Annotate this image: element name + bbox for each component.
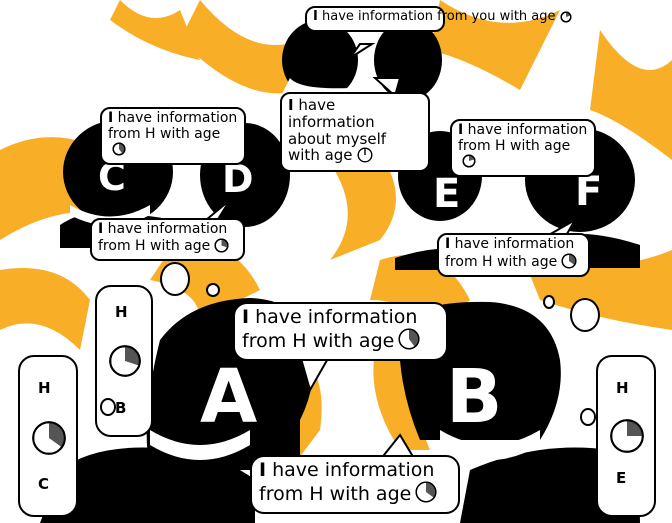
speech-bubble-h: I have information about myself with age <box>280 92 430 173</box>
age-clock-icon <box>560 11 572 28</box>
speech-bubble-a: I have information from H with age <box>233 302 448 361</box>
speech-text-h: have information about myself with age <box>288 96 387 165</box>
background-ray <box>110 0 200 60</box>
speech-text-f: have information from H with age <box>445 236 575 270</box>
speech-bubble-b: I have information from H with age <box>250 455 460 514</box>
thought-puff <box>100 398 116 416</box>
speech-bubble-g: I have information from you with age <box>305 6 572 32</box>
thought-bottom-label: B <box>115 399 127 417</box>
speech-bubble-e: I have information from H with age <box>450 119 596 178</box>
age-clock-icon <box>32 421 66 459</box>
pronoun: I <box>445 236 451 252</box>
thought-puff <box>160 262 190 296</box>
age-clock-icon <box>610 419 644 457</box>
speech-text-d: have information from H with age <box>98 221 228 254</box>
thought-top-label: H <box>115 303 128 321</box>
age-clock-icon <box>462 154 476 173</box>
agent-label-g: G <box>316 43 339 76</box>
thought-bubble-a-outer: H C <box>18 355 78 517</box>
pronoun: I <box>288 96 294 114</box>
thought-bottom-label: E <box>616 469 627 487</box>
pronoun: I <box>313 9 318 24</box>
speech-text-a: have information from H with age <box>242 306 418 353</box>
bubble-tail <box>349 43 376 59</box>
speech-text-e: have information from H with age <box>458 122 588 154</box>
thought-puff <box>570 298 600 332</box>
thought-top-label: H <box>38 379 51 397</box>
thought-puff <box>206 283 220 297</box>
age-clock-icon <box>398 328 420 355</box>
bubble-tail <box>372 77 402 98</box>
agent-label-h: H <box>400 43 424 76</box>
thought-puff <box>543 295 555 309</box>
age-clock-icon <box>357 147 373 167</box>
agent-label-d: D <box>222 157 254 201</box>
agent-a-body <box>40 447 255 523</box>
age-clock-icon <box>561 253 577 274</box>
pronoun: I <box>458 122 464 138</box>
thought-bottom-label: C <box>38 475 50 493</box>
speech-text-c: have information from H with age <box>108 110 238 142</box>
thought-top-label: H <box>616 379 629 397</box>
age-clock-icon <box>109 345 141 381</box>
pronoun: I <box>108 110 114 126</box>
pronoun: I <box>259 459 267 481</box>
agent-g-head <box>282 20 358 100</box>
speech-text-g: have information from you with age <box>321 9 556 24</box>
background-ray <box>590 30 672 160</box>
agent-label-f: F <box>575 169 603 215</box>
thought-puff <box>580 408 596 426</box>
age-clock-icon <box>415 481 437 508</box>
agent-label-e: E <box>433 171 461 217</box>
background-ray <box>430 0 560 90</box>
thought-bubble-b-outer: H E <box>596 355 656 517</box>
pronoun: I <box>98 221 104 237</box>
agent-label-b: B <box>446 354 503 440</box>
age-clock-icon <box>112 142 126 161</box>
pronoun: I <box>242 306 250 328</box>
speech-text-b: have information from H with age <box>259 459 435 506</box>
age-clock-icon <box>214 238 229 258</box>
background-ray <box>0 268 90 350</box>
speech-bubble-d: I have information from H with age <box>90 218 245 262</box>
agent-label-a: A <box>200 354 258 440</box>
speech-bubble-f: I have information from H with age <box>437 233 590 278</box>
agent-b-body <box>460 447 640 523</box>
speech-bubble-c: I have information from H with age <box>100 107 246 166</box>
